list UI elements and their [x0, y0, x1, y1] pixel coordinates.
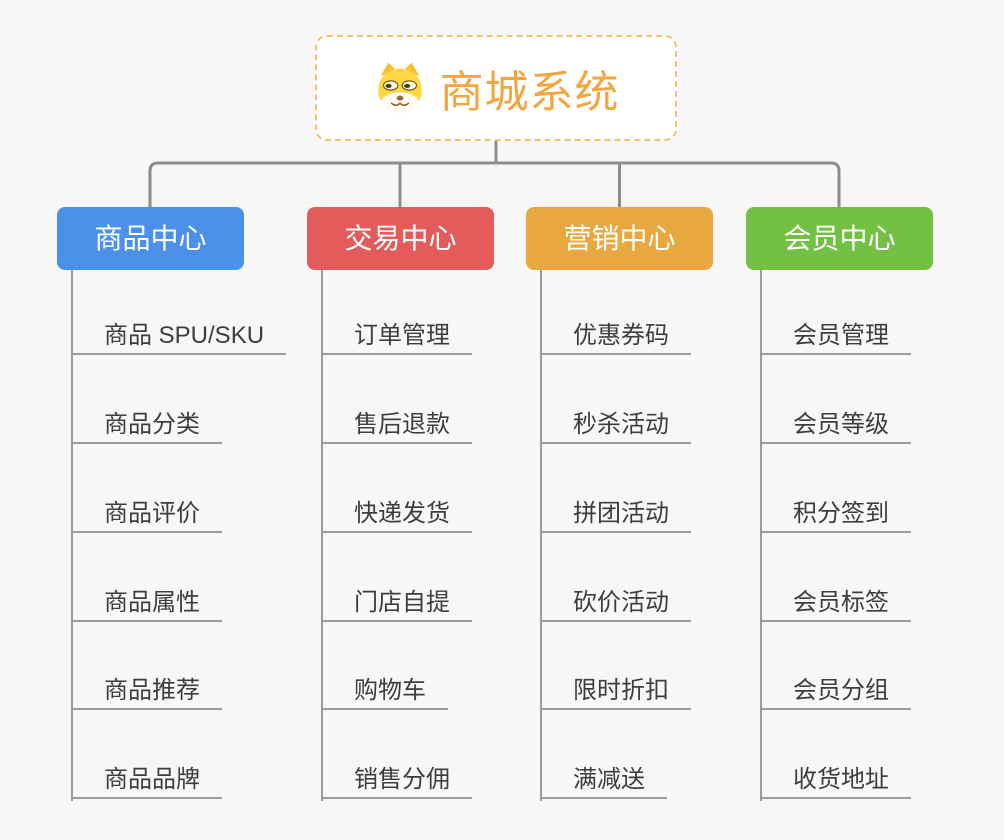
- leaf-node-shipping-address[interactable]: 收货地址: [760, 765, 911, 799]
- leaf-node-product-recommend[interactable]: 商品推荐: [71, 676, 222, 710]
- branch-box-trade-center[interactable]: 交易中心: [307, 207, 494, 270]
- leaf-node-limited-time-discount[interactable]: 限时折扣: [540, 676, 691, 710]
- leaf-node-bargain-activity[interactable]: 砍价活动: [540, 588, 691, 622]
- root-node[interactable]: 商城系统: [315, 35, 677, 141]
- leaf-node-member-management[interactable]: 会员管理: [760, 321, 911, 355]
- leaf-node-member-group[interactable]: 会员分组: [760, 676, 911, 710]
- leaf-node-product-review[interactable]: 商品评价: [71, 499, 222, 533]
- leaf-node-coupon-code[interactable]: 优惠券码: [540, 321, 691, 355]
- root-title: 商城系统: [439, 68, 620, 117]
- branch-spine-marketing: [540, 270, 542, 801]
- leaf-node-member-level[interactable]: 会员等级: [760, 410, 911, 444]
- leaf-node-flash-sale[interactable]: 秒杀活动: [540, 410, 691, 444]
- branch-box-product-center[interactable]: 商品中心: [57, 207, 244, 270]
- leaf-node-store-pickup[interactable]: 门店自提: [321, 588, 472, 622]
- branch-box-member-center[interactable]: 会员中心: [746, 207, 933, 270]
- branch-spine-member: [760, 270, 762, 801]
- leaf-node-product-category[interactable]: 商品分类: [71, 410, 222, 444]
- leaf-node-full-reduction[interactable]: 满减送: [540, 765, 667, 799]
- leaf-node-product-attribute[interactable]: 商品属性: [71, 588, 222, 622]
- leaf-node-product-brand[interactable]: 商品品牌: [71, 765, 222, 799]
- leaf-node-express-delivery[interactable]: 快递发货: [321, 499, 472, 533]
- leaf-node-sales-commission[interactable]: 销售分佣: [321, 765, 472, 799]
- branch-box-marketing-center[interactable]: 营销中心: [526, 207, 713, 270]
- leaf-node-product-spu-sku[interactable]: 商品 SPU/SKU: [71, 321, 287, 355]
- branch-spine-product: [71, 270, 73, 801]
- leaf-node-after-sale-refund[interactable]: 售后退款: [321, 410, 472, 444]
- leaf-node-points-checkin[interactable]: 积分签到: [760, 499, 911, 533]
- leaf-node-shopping-cart[interactable]: 购物车: [321, 676, 448, 710]
- leaf-node-order-management[interactable]: 订单管理: [321, 321, 472, 355]
- leaf-node-group-buy[interactable]: 拼团活动: [540, 499, 691, 533]
- leaf-node-member-tag[interactable]: 会员标签: [760, 588, 911, 622]
- dog-face-icon: [377, 62, 422, 113]
- branch-spine-trade: [321, 270, 323, 801]
